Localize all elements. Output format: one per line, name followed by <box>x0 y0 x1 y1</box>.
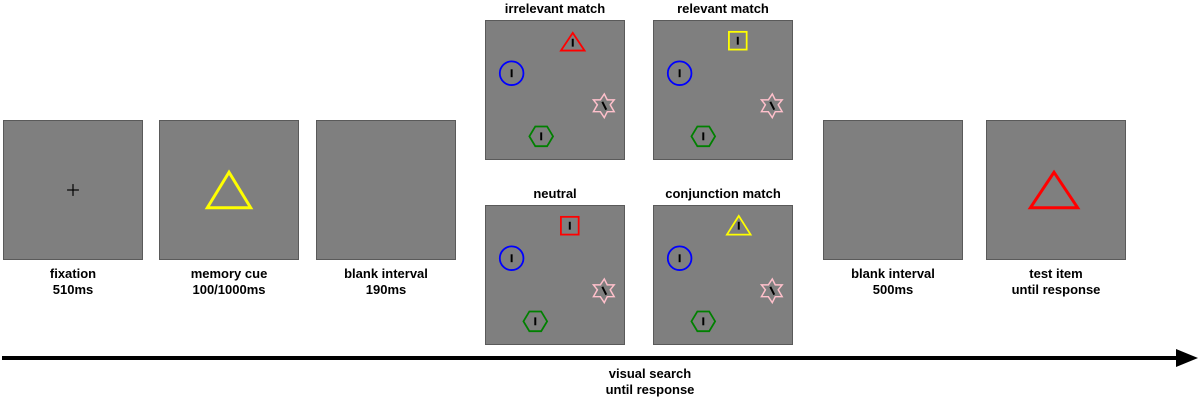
fixation-panel <box>3 120 143 260</box>
fixation-label-duration: 510ms <box>52 282 94 297</box>
timeline-arrow <box>2 349 1198 367</box>
visual-search-caption-line2: until response <box>605 382 695 397</box>
pink-star-icon <box>759 92 784 120</box>
visual-search-caption-line1: visual search <box>608 366 692 381</box>
blue-circle-icon <box>666 245 693 271</box>
blank-interval-panel-1 <box>316 120 456 260</box>
yellow-triangle-icon <box>725 214 753 236</box>
green-hexagon-icon <box>690 310 717 333</box>
test-item-panel <box>986 120 1126 260</box>
blank-interval-2-label-name: blank interval <box>851 266 935 281</box>
visual-search-caption: visual search until response <box>560 366 740 398</box>
fixation-label: fixation 510ms <box>3 266 143 298</box>
fixation-cross-icon <box>67 184 79 196</box>
green-hexagon-icon <box>690 125 717 148</box>
blank-interval-label-1: blank interval 190ms <box>316 266 456 298</box>
blue-circle-icon <box>498 60 525 86</box>
test-item-label: test item until response <box>986 266 1126 298</box>
search-panel-neutral <box>485 205 625 345</box>
memory-cue-label-name: memory cue <box>190 266 268 281</box>
search-title-irrelevant-match: irrelevant match <box>504 1 606 16</box>
blue-circle-icon <box>666 60 693 86</box>
memory-cue-triangle-icon <box>204 169 254 210</box>
search-panel-irrelevant-match <box>485 20 625 160</box>
green-hexagon-icon <box>528 125 555 148</box>
red-triangle-icon <box>559 31 587 52</box>
search-title-relevant-match: relevant match <box>677 1 769 16</box>
blank-interval-label-2: blank interval 500ms <box>823 266 963 298</box>
search-panel-conjunction-match <box>653 205 793 345</box>
blank-interval-1-label-name: blank interval <box>344 266 428 281</box>
blue-circle-icon <box>498 245 525 271</box>
arrowhead-icon <box>1176 349 1198 367</box>
search-title-conjunction-match: conjunction match <box>665 186 781 201</box>
test-item-triangle-icon <box>1027 169 1081 210</box>
red-square-icon <box>560 215 580 236</box>
test-item-label-duration: until response <box>1011 282 1101 297</box>
search-panel-relevant-match <box>653 20 793 160</box>
blank-interval-panel-2 <box>823 120 963 260</box>
test-item-label-name: test item <box>1029 266 1083 281</box>
memory-cue-panel <box>159 120 299 260</box>
pink-star-icon <box>591 92 616 120</box>
blank-interval-1-label-duration: 190ms <box>365 282 407 297</box>
pink-star-icon <box>759 277 784 305</box>
green-hexagon-icon <box>522 310 549 333</box>
pink-star-icon <box>591 277 616 305</box>
memory-cue-label-duration: 100/1000ms <box>192 282 266 297</box>
search-title-neutral: neutral <box>533 186 577 201</box>
memory-cue-label: memory cue 100/1000ms <box>159 266 299 298</box>
yellow-square-icon <box>728 30 748 51</box>
fixation-label-name: fixation <box>49 266 97 281</box>
blank-interval-2-label-duration: 500ms <box>872 282 914 297</box>
